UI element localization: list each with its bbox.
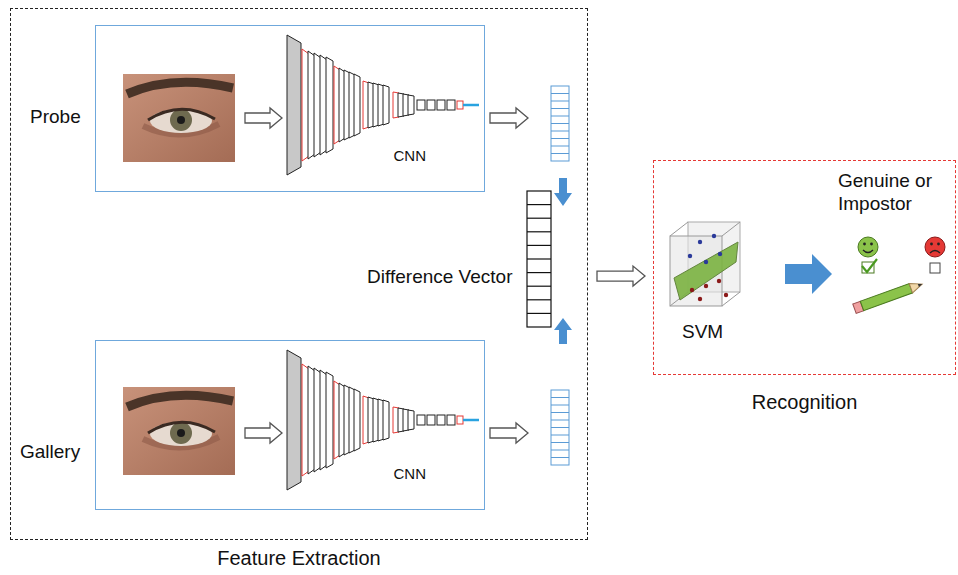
genuine-smiley [858, 237, 878, 273]
gallery-eye-image [123, 387, 235, 475]
svm-cube [670, 222, 740, 306]
hollow-arrows [245, 108, 528, 128]
result-arrow [785, 254, 832, 294]
network-label: CNN [394, 147, 427, 165]
input-label: Probe [30, 106, 81, 129]
up-arrow [554, 318, 572, 344]
impostor-smiley [925, 237, 945, 273]
feature-vector [551, 86, 569, 161]
panel-title: Recognition [654, 390, 955, 414]
vector-label: Difference Vector [367, 266, 512, 289]
hollow-arrows [245, 423, 528, 443]
classifier-label: SVM [682, 321, 723, 344]
cnn-panel: CNN [95, 340, 485, 510]
pencil-icon [853, 279, 924, 313]
cnn-panel: CNN [95, 25, 485, 192]
network-label: CNN [394, 465, 427, 483]
difference-vector: Difference Vector [355, 190, 555, 328]
down-arrow [554, 178, 572, 206]
flow-arrow [597, 266, 645, 286]
feature-vector [551, 390, 569, 465]
feature-extraction-panel: Feature ExtractionCNNDifference VectorCN… [10, 8, 588, 540]
recognition-panel: Recognition [653, 160, 956, 375]
cnn-layers [287, 35, 479, 175]
cnn-layers [287, 350, 479, 490]
input-label: Gallery [20, 441, 80, 464]
probe-eye-image [123, 74, 235, 162]
vector-column [526, 190, 554, 328]
panel-title: Feature Extraction [11, 546, 587, 570]
decision-label: Genuine or Impostor [838, 170, 948, 216]
